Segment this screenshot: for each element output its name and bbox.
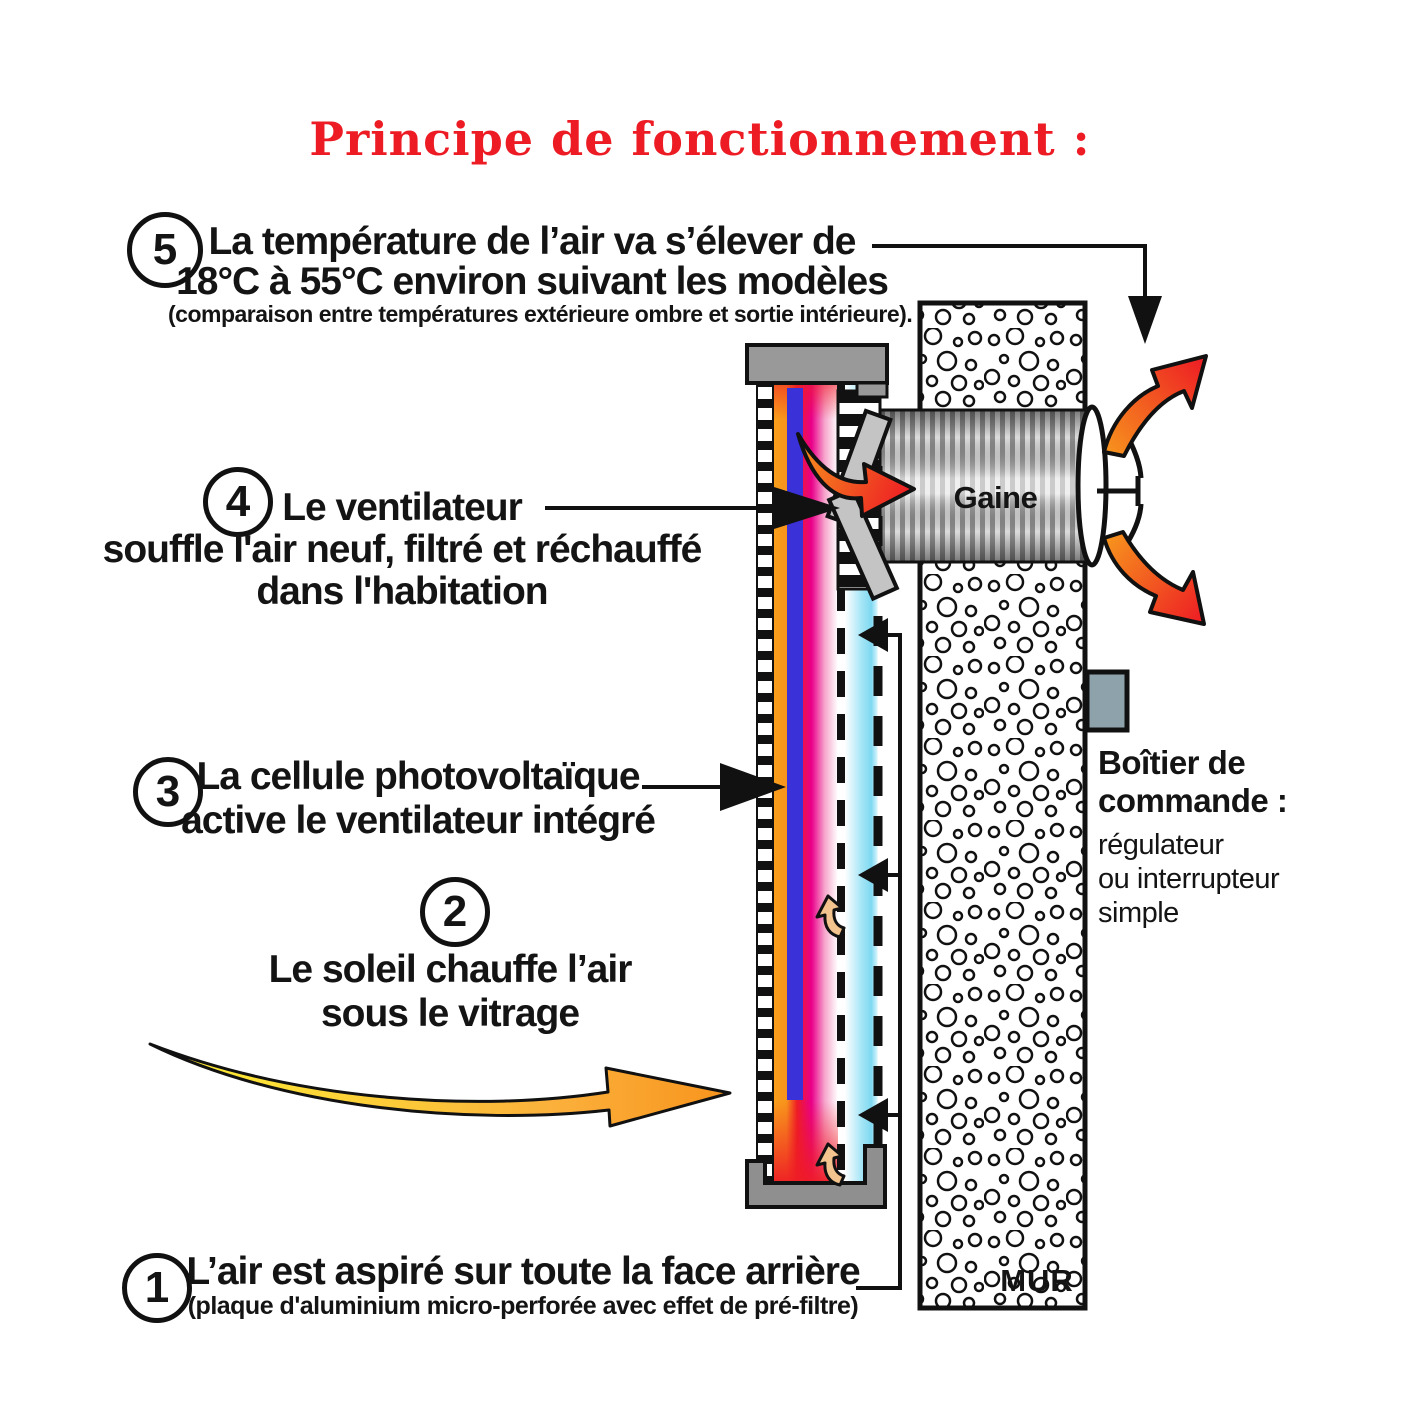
step-3-badge: 3 [133,757,203,827]
pv-cell [787,388,803,1100]
control-box-desc-3: simple [1098,897,1179,929]
annotation-arrow-step3 [720,763,786,811]
panel-top-cap [745,343,889,385]
control-box-title-2: commande : [1098,782,1288,819]
step-4-text-line-3: dans l'habitation [256,570,548,613]
annotation-arrow-step5 [1128,296,1162,344]
annotation-line-step1 [856,633,902,1290]
step-1-number: 1 [144,1263,170,1312]
intake-arrow [858,1098,888,1132]
step-2-number: 2 [442,887,468,936]
step-5-badge: 5 [127,212,203,288]
fan-airflow-arrow [796,432,916,518]
intake-arrow [858,858,888,892]
control-box-title-1: Boîtier de [1098,744,1246,781]
step-5-text-line-2: 18°C à 55°C environ suivant les modèles [176,260,889,303]
annotation-arrow-step4 [774,487,840,529]
step-4-badge: 4 [203,467,273,537]
step-4-text-line-1: Le ventilateur [282,486,523,529]
outlet-arrow-bottom [1102,530,1206,626]
outlet-arrow-top [1102,354,1208,458]
annotations [545,244,1162,1290]
intake-arrow [858,618,888,652]
step-1-note: (plaque d'aluminium micro-perforée avec … [187,1292,859,1320]
step-2-text-line-1: Le soleil chauffe l’air [268,948,633,991]
page-title: Principe de fonctionnement : [309,112,1091,166]
step-2-text-line-2: sous le vitrage [320,992,580,1035]
step-3-text-line-2: active le ventilateur intégré [181,799,656,842]
step-4-number: 4 [225,477,251,526]
wall-label: MUR [1000,1263,1074,1298]
step-5-number: 5 [152,225,178,274]
step-3-text-line-1: La cellule photovoltaïque [196,755,640,798]
step-5-note: (comparaison entre températures extérieu… [168,301,913,327]
outlet-vent [1075,404,1144,568]
control-box-desc-2: ou interrupteur [1098,863,1280,895]
duct-label: Gaine [953,480,1038,515]
step-1-badge: 1 [122,1253,192,1323]
step-3-number: 3 [155,767,181,816]
annotation-line-step5 [872,244,1147,296]
sun-arrow [148,1042,732,1128]
step-2-badge: 2 [420,877,490,947]
step-5-text-line-1: La température de l’air va s’élever de [208,220,856,263]
step-1-text-line-1: L’air est aspiré sur toute la face arriè… [186,1250,860,1293]
step-4-text-line-2: souffle l'air neuf, filtré et réchauffé [102,528,703,571]
panel-bottom-tray [745,1144,887,1209]
glazing-frame [756,361,774,1184]
control-box [1084,669,1130,733]
control-box-desc-1: régulateur [1098,829,1224,861]
